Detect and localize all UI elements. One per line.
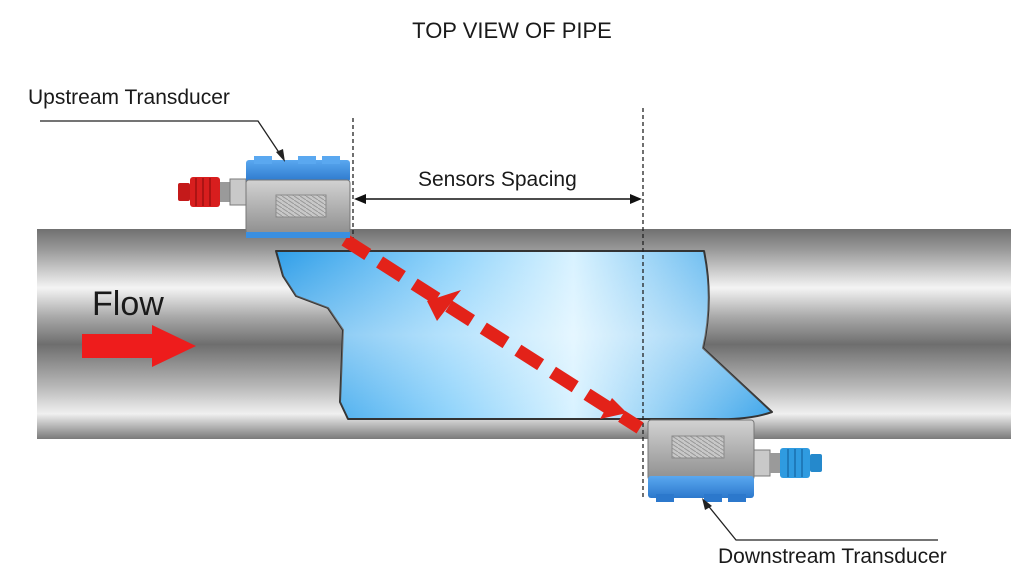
downstream-transducer-label: Downstream Transducer <box>718 545 947 568</box>
downstream-transducer <box>647 419 822 502</box>
upstream-transducer <box>178 156 351 238</box>
flow-arrow-icon <box>82 325 196 367</box>
upstream-leader <box>40 120 285 162</box>
sensors-spacing-label: Sensors Spacing <box>418 168 577 191</box>
water-cutaway <box>275 250 773 421</box>
flow-label: Flow <box>92 285 164 323</box>
spacing-arrow <box>354 194 642 204</box>
signal-path <box>341 234 644 434</box>
diagram-title: TOP VIEW OF PIPE <box>412 18 612 43</box>
downstream-leader <box>702 498 938 541</box>
signal-arrowhead <box>427 290 461 321</box>
signal-arrowhead <box>600 398 627 419</box>
upstream-transducer-label: Upstream Transducer <box>28 86 230 109</box>
